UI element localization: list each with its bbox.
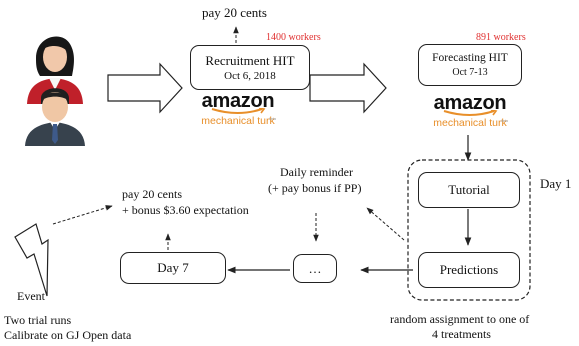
mechanical-turk-label: mechanical turk [201, 115, 275, 127]
event-note-line1: Two trial runs [4, 313, 72, 327]
forecasting-mturk-logo: amazon mechanical turk beta [428, 93, 512, 129]
day1-group-border [407, 159, 531, 301]
assignment-caption-line1: random assignment to one of [390, 312, 530, 326]
recruitment-pay-note: pay 20 cents [202, 5, 267, 20]
ellipsis-box: … [293, 254, 337, 283]
tutorial-label: Tutorial [448, 182, 490, 197]
lightning-icon [14, 223, 49, 297]
day7-box: Day 7 [120, 252, 226, 284]
recruitment-hit-box: Recruitment HIT Oct 6, 2018 [190, 45, 310, 90]
predictions-box: Predictions [418, 252, 520, 288]
day1-to-reminder-arrow [366, 207, 405, 241]
amazon-smile-icon [211, 108, 266, 114]
recruitment-to-forecasting-arrow [309, 62, 387, 114]
predictions-label: Predictions [439, 262, 499, 277]
amazon-smile-icon [443, 110, 498, 116]
day1-label: Day 1 [540, 176, 572, 191]
forecasting-worker-count: 891 workers [476, 32, 526, 43]
day7-label: Day 7 [157, 260, 189, 275]
amazon-wordmark: amazon [433, 92, 507, 114]
ellipsis-label: … [308, 260, 322, 276]
day7-pay-line2: + bonus $3.60 expectation [122, 203, 249, 217]
recruitment-hit-title: Recruitment HIT [205, 52, 295, 68]
beta-tag: beta [269, 117, 276, 121]
woman-avatar-icon [27, 36, 83, 104]
recruitment-worker-count: 1400 workers [266, 32, 321, 43]
reminder-line2: (+ pay bonus if PP) [268, 181, 362, 195]
assignment-caption-line2: 4 treatments [432, 327, 491, 341]
forecasting-hit-date: Oct 7-13 [452, 66, 488, 78]
day7-pay-line1: pay 20 cents [122, 187, 182, 201]
forecasting-hit-box: Forecasting HIT Oct 7-13 [418, 44, 522, 86]
man-avatar-icon [25, 88, 85, 146]
forecasting-hit-title: Forecasting HIT [432, 51, 508, 64]
workers-to-recruitment-arrow [107, 62, 183, 114]
event-label: Event [17, 289, 45, 303]
recruitment-hit-date: Oct 6, 2018 [224, 69, 276, 82]
reminder-line1: Daily reminder [280, 165, 353, 179]
amazon-wordmark: amazon [201, 90, 275, 112]
event-note-line2: Calibrate on GJ Open data [4, 328, 132, 342]
recruitment-mturk-logo: amazon mechanical turk beta [196, 91, 280, 127]
beta-tag: beta [501, 119, 508, 123]
mechanical-turk-label: mechanical turk [433, 117, 507, 129]
tutorial-box: Tutorial [418, 172, 520, 208]
event-to-pay-arrow [52, 205, 113, 225]
